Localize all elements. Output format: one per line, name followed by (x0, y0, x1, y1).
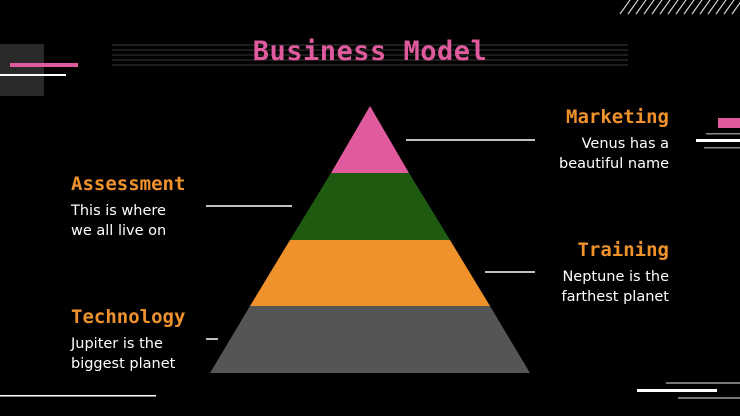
marketing-line-2: beautiful name (559, 156, 669, 172)
white-dash (0, 74, 66, 76)
assessment-line-2: we all live on (71, 223, 167, 239)
technology-description: Jupiter is the biggest planet (71, 334, 185, 374)
training-line-2: farthest planet (561, 289, 669, 305)
white-dash (637, 389, 717, 392)
page-title: Business Model (252, 36, 488, 67)
title-stripes (112, 44, 628, 66)
training-title: Training (577, 239, 669, 261)
assessment-description: This is where we all live on (71, 201, 185, 241)
white-dash (0, 395, 156, 397)
assessment-line-1: This is where (71, 203, 166, 219)
gray-dash (704, 147, 740, 149)
pyramid-layer-base (210, 306, 530, 373)
gray-dash (678, 397, 740, 399)
training-description: Neptune is the farthest planet (561, 267, 669, 307)
marketing-line-1: Venus has a (581, 136, 669, 152)
marketing-block: Marketing Venus has a beautiful name (559, 104, 669, 174)
training-block: Training Neptune is the farthest planet (561, 237, 669, 307)
technology-block: Technology Jupiter is the biggest planet (71, 304, 185, 374)
hatch-pattern (619, 0, 740, 15)
pink-tab (718, 118, 740, 128)
assessment-block: Assessment This is where we all live on (71, 171, 185, 241)
marketing-description: Venus has a beautiful name (559, 134, 669, 174)
assessment-title: Assessment (71, 173, 186, 195)
training-line-1: Neptune is the (562, 269, 669, 285)
technology-title: Technology (71, 306, 186, 328)
corner-block (0, 44, 44, 96)
white-dash (696, 139, 740, 142)
pyramid-layer-third (250, 240, 490, 306)
gray-dash (706, 133, 740, 135)
pyramid-layer-top (331, 106, 409, 173)
pyramid-layer-second (290, 173, 450, 240)
marketing-title: Marketing (566, 106, 669, 128)
technology-line-2: biggest planet (71, 356, 176, 372)
technology-line-1: Jupiter is the (71, 336, 163, 352)
gray-dash (666, 382, 740, 384)
pink-dash (10, 63, 78, 67)
